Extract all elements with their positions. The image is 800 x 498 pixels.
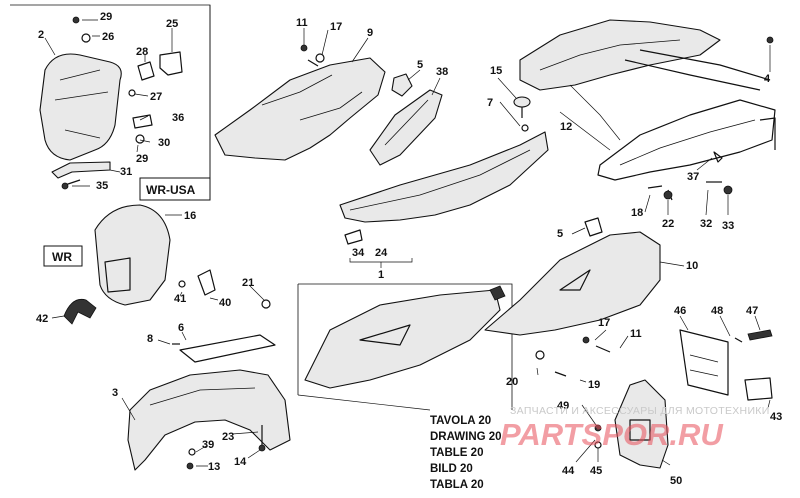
callout-3: 3: [112, 387, 118, 399]
callout-7: 7: [487, 97, 493, 109]
right-side-panel: 5 10 17 11 20 19: [484, 217, 698, 391]
callout-31: 31: [120, 166, 132, 178]
callout-11: 11: [296, 17, 308, 29]
callout-11b: 11: [630, 328, 642, 340]
table-captions: TAVOLA 20 DRAWING 20 TABLE 20 BILD 20 TA…: [430, 415, 502, 491]
callout-32: 32: [700, 218, 712, 230]
callout-8: 8: [147, 333, 153, 345]
callout-22: 22: [662, 218, 674, 230]
caption-tavola: TAVOLA 20: [430, 415, 491, 427]
callout-24: 24: [375, 247, 388, 259]
callout-48: 48: [711, 305, 723, 317]
caption-table: TABLE 20: [430, 447, 483, 459]
callout-36: 36: [172, 112, 184, 124]
license-plate-holder: 46 48 47 43 49 44 45 50: [557, 305, 782, 487]
number-plate-fairing: [39, 53, 122, 161]
callout-29: 29: [100, 11, 112, 23]
callout-21: 21: [242, 277, 254, 289]
callout-20: 20: [506, 376, 518, 388]
callout-25: 25: [166, 18, 178, 30]
callout-47: 47: [746, 305, 758, 317]
wr-label-box: [43, 245, 83, 267]
callout-27: 27: [150, 91, 162, 103]
filter-cover: 5 38: [369, 59, 448, 166]
callout-50: 50: [670, 475, 682, 487]
callout-38: 38: [436, 66, 448, 78]
callout-15: 15: [490, 65, 502, 77]
callout-28: 28: [136, 46, 148, 58]
callout-49: 49: [557, 400, 569, 412]
callout-37: 37: [687, 171, 699, 183]
caption-tabla: TABLA 20: [430, 479, 484, 491]
callout-45: 45: [590, 465, 602, 477]
callout-46: 46: [674, 305, 686, 317]
callout-1: 1: [378, 269, 384, 281]
callout-17: 17: [330, 21, 342, 33]
wr-usa-label-box: [139, 177, 211, 201]
callout-18: 18: [631, 207, 643, 219]
callout-4: 4: [764, 73, 771, 85]
caption-drawing: DRAWING 20: [430, 431, 502, 443]
callout-40: 40: [219, 297, 231, 309]
rear-mudguard: 4 12 18 22 32 33 37: [519, 19, 776, 232]
callout-30: 30: [158, 137, 170, 149]
callout-16: 16: [184, 210, 196, 222]
seat: 34 24 1 15 7: [339, 65, 549, 281]
callout-13: 13: [208, 461, 220, 473]
headlight-fairing: [94, 204, 171, 306]
bracket: [159, 51, 183, 76]
callout-23: 23: [222, 431, 234, 443]
callout-35: 35: [96, 180, 108, 192]
callout-41: 41: [174, 293, 186, 305]
watermark: ЗАПЧАСТИ И АКСЕССУАРЫ ДЛЯ МОТОТЕХНИКИ PA…: [500, 405, 770, 452]
callout-14: 14: [234, 456, 247, 468]
callout-44: 44: [562, 465, 575, 477]
wr-usa-label: WR-USA: [146, 183, 196, 197]
watermark-text: ЗАПЧАСТИ И АКСЕССУАРЫ ДЛЯ МОТОТЕХНИКИ: [510, 405, 770, 417]
wr-region: WR 16 41 40 42: [36, 204, 231, 325]
callout-5: 5: [417, 59, 423, 71]
watermark-logo: PARTSPOR.RU: [500, 417, 724, 452]
wr-label: WR: [52, 250, 72, 264]
callout-26: 26: [102, 31, 114, 43]
callout-2: 2: [38, 29, 44, 41]
callout-10: 10: [686, 260, 698, 272]
side-panel-detail: [297, 283, 513, 411]
front-mudguard: 21 8 6 3 23 14 39 13: [112, 277, 291, 473]
callout-5b: 5: [557, 228, 563, 240]
callout-43: 43: [770, 411, 782, 423]
callout-19: 19: [588, 379, 600, 391]
callout-12: 12: [560, 121, 572, 133]
callout-42: 42: [36, 313, 48, 325]
callout-9: 9: [367, 27, 373, 39]
wr-usa-inset: WR-USA 29 26 2 25 28 27 36 30 29 31 35: [10, 4, 211, 201]
callout-39: 39: [202, 439, 214, 451]
callout-17b: 17: [598, 317, 610, 329]
bracket-31: [51, 161, 111, 179]
left-side-panel: 11 17 9: [214, 17, 386, 161]
callout-6: 6: [178, 322, 184, 334]
caption-bild: BILD 20: [430, 463, 473, 475]
callout-34: 34: [352, 247, 365, 259]
callout-29b: 29: [136, 153, 148, 165]
callout-33: 33: [722, 220, 734, 232]
